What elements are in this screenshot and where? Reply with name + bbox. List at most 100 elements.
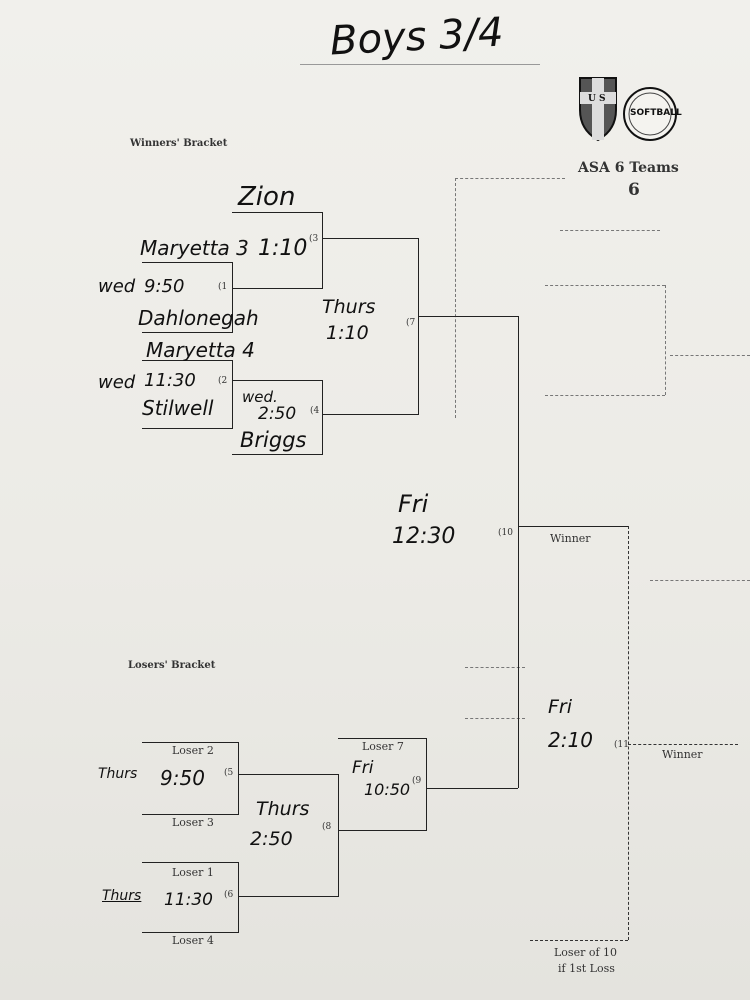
game11-day: Fri bbox=[548, 696, 573, 718]
faint-line bbox=[560, 230, 660, 231]
game7-number: (7 bbox=[406, 318, 416, 328]
game9-time: 10:50 bbox=[364, 780, 411, 799]
faint-line bbox=[455, 178, 565, 179]
bracket-line bbox=[322, 238, 418, 239]
logo-us-text: U S bbox=[588, 94, 606, 104]
loser-of-10-note: Loser of 10 bbox=[554, 946, 618, 959]
game9-number: (9 bbox=[412, 776, 422, 786]
bracket-line bbox=[142, 862, 238, 863]
handwritten-title: Boys 3/4 bbox=[328, 9, 505, 65]
game2-time: 11:30 bbox=[144, 370, 196, 391]
game6-top: Loser 1 bbox=[172, 866, 214, 879]
bracket-line bbox=[232, 360, 233, 428]
bracket-line bbox=[232, 262, 233, 332]
winners-bracket-title: Winners' Bracket bbox=[130, 138, 228, 149]
bracket-line bbox=[426, 738, 427, 830]
losers-bracket-title: Losers' Bracket bbox=[128, 660, 216, 671]
game4-day: wed. bbox=[242, 388, 278, 406]
game2-top-team: Maryetta 4 bbox=[146, 338, 255, 362]
game3-time: 1:10 bbox=[258, 236, 308, 261]
game10-time: 12:30 bbox=[392, 524, 456, 549]
faint-line bbox=[665, 285, 666, 395]
logo-softball-text: SOFTBALL bbox=[630, 108, 682, 118]
game2-bottom-team: Stilwell bbox=[142, 396, 214, 420]
game5-number: (5 bbox=[224, 768, 234, 778]
bracket-line bbox=[142, 332, 233, 333]
bracket-line bbox=[238, 774, 338, 775]
bracket-line bbox=[338, 774, 339, 896]
bracket-line bbox=[232, 454, 323, 455]
bracket-line bbox=[628, 744, 738, 745]
game10-number: (10 bbox=[498, 528, 513, 538]
game5-time: 9:50 bbox=[160, 766, 205, 790]
first-loss-note: if 1st Loss bbox=[558, 962, 615, 975]
game2-day: wed bbox=[98, 372, 136, 393]
bracket-line bbox=[418, 238, 419, 414]
bracket-line bbox=[232, 380, 322, 381]
game1-time: 9:50 bbox=[144, 276, 185, 297]
game1-number: (1 bbox=[218, 282, 228, 292]
format-label: ASA 6 Teams bbox=[578, 160, 679, 176]
bracket-line bbox=[238, 742, 239, 814]
faint-line bbox=[545, 395, 665, 396]
game3-number: (3 bbox=[309, 234, 319, 244]
bracket-line bbox=[232, 212, 322, 213]
title-underline bbox=[300, 64, 540, 65]
game1-day: wed bbox=[98, 276, 136, 297]
bracket-line bbox=[142, 428, 233, 429]
game6-day: Thurs bbox=[102, 888, 142, 904]
bracket-line bbox=[142, 742, 238, 743]
game10-day: Fri bbox=[398, 490, 429, 518]
game8-time: 2:50 bbox=[250, 828, 293, 850]
bracket-line bbox=[518, 526, 628, 527]
game8-day: Thurs bbox=[256, 798, 310, 820]
bracket-line bbox=[628, 526, 629, 940]
game2-number: (2 bbox=[218, 376, 228, 386]
asa-softball-logo: U S SOFTBALL bbox=[572, 72, 682, 150]
game4-time: 2:50 bbox=[258, 404, 297, 424]
faint-line bbox=[465, 667, 525, 668]
bracket-line bbox=[530, 940, 628, 941]
bracket-line bbox=[322, 380, 323, 454]
game9-top: Loser 7 bbox=[362, 740, 404, 753]
faint-line bbox=[670, 355, 750, 356]
game5-top: Loser 2 bbox=[172, 744, 214, 757]
bracket-line bbox=[338, 830, 427, 831]
game5-day: Thurs bbox=[98, 766, 138, 782]
bracket-line bbox=[518, 316, 519, 788]
bracket-line bbox=[322, 212, 323, 288]
game7-day: Thurs bbox=[322, 296, 376, 318]
game11-time: 2:10 bbox=[548, 728, 593, 752]
game3-team: Zion bbox=[238, 182, 296, 212]
game6-bottom: Loser 4 bbox=[172, 934, 214, 947]
bracket-line bbox=[426, 788, 518, 789]
faint-line bbox=[455, 178, 456, 418]
game6-number: (6 bbox=[224, 890, 234, 900]
game11-number: (11 bbox=[614, 740, 629, 750]
bracket-line bbox=[232, 288, 323, 289]
bracket-line bbox=[238, 896, 339, 897]
game4-team: Briggs bbox=[240, 428, 307, 452]
faint-line bbox=[545, 285, 665, 286]
bracket-line bbox=[338, 738, 426, 739]
game9-day: Fri bbox=[352, 758, 374, 778]
game11-winner-label: Winner bbox=[662, 748, 703, 761]
game8-number: (8 bbox=[322, 822, 332, 832]
game6-time: 11:30 bbox=[164, 890, 213, 910]
game4-number: (4 bbox=[310, 406, 320, 416]
faint-line bbox=[650, 580, 750, 581]
bracket-line bbox=[142, 932, 239, 933]
bracket-line bbox=[142, 814, 239, 815]
game1-top-team: Maryetta 3 bbox=[140, 236, 249, 260]
faint-line bbox=[465, 718, 525, 719]
bracket-line bbox=[418, 316, 518, 317]
bracket-line bbox=[238, 862, 239, 932]
game5-bottom: Loser 3 bbox=[172, 816, 214, 829]
format-number: 6 bbox=[628, 180, 640, 200]
game1-bottom-team: Dahlonegah bbox=[138, 306, 259, 330]
bracket-line bbox=[142, 262, 232, 263]
bracket-line bbox=[322, 414, 419, 415]
game7-time: 1:10 bbox=[326, 322, 369, 344]
game10-winner-label: Winner bbox=[550, 532, 591, 545]
